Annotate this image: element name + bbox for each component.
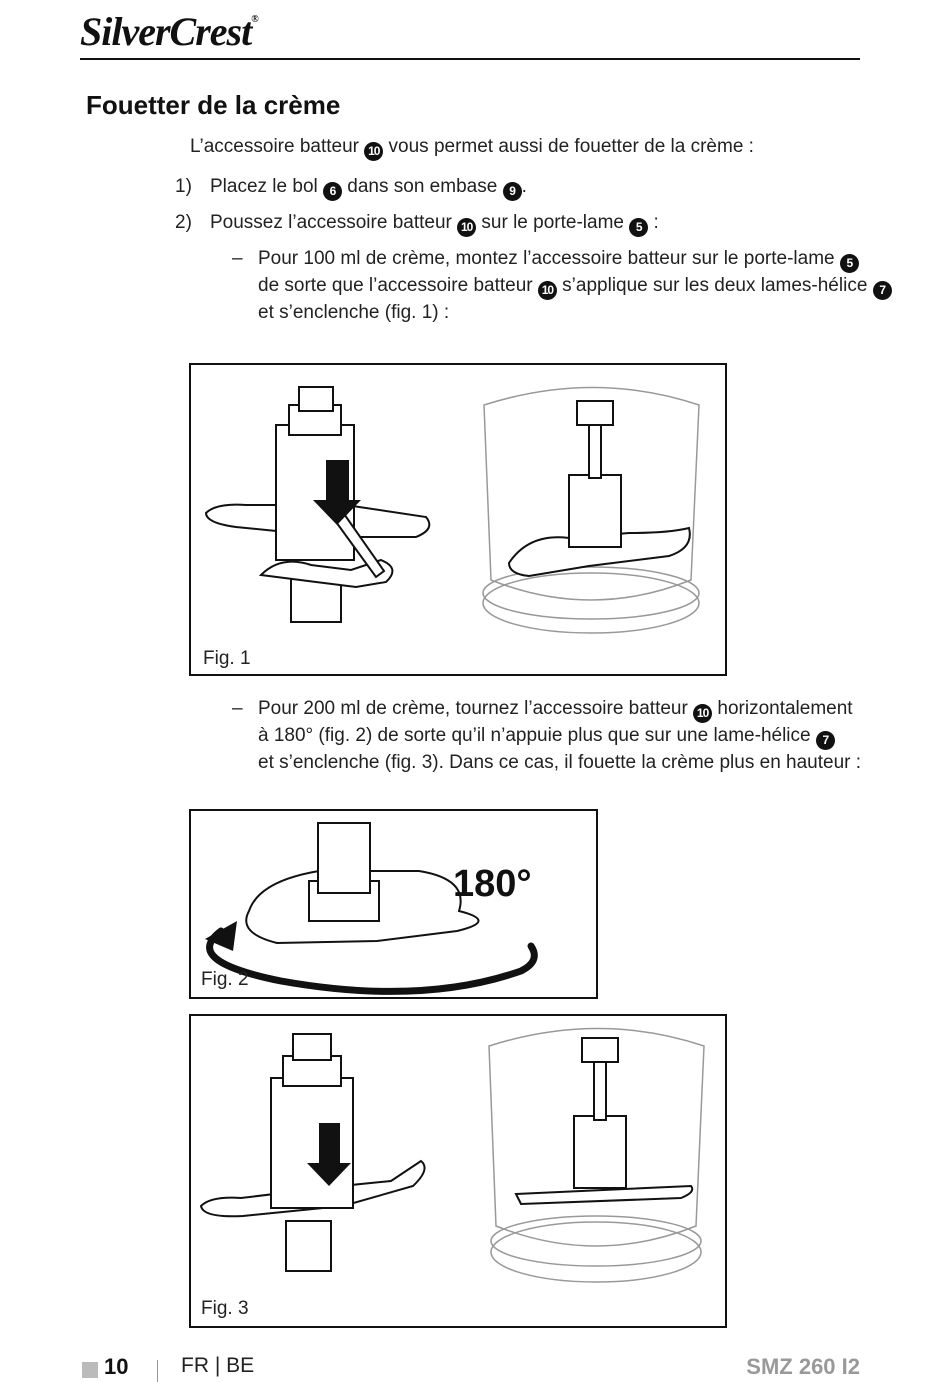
fig1-illustration <box>204 386 700 634</box>
step-text: Placez le bol 6 dans son embase 9. <box>210 173 527 201</box>
ref-badge: 7 <box>872 281 892 300</box>
bullet-dash: – <box>232 248 243 269</box>
ref-badge: 10 <box>537 281 557 300</box>
language-codes: FR | BE <box>181 1354 255 1377</box>
figure-3: Fig. 3 <box>189 1014 727 1328</box>
fig3-illustration <box>199 1027 705 1283</box>
figure-label: Fig. 3 <box>201 1298 249 1319</box>
step-number: 1) <box>175 176 192 197</box>
ref-badge: 5 <box>839 254 859 273</box>
step-text: Poussez l’accessoire batteur 10 sur le p… <box>210 209 659 237</box>
ref-badge: 10 <box>457 218 477 237</box>
bullet-line: et s’enclenche (fig. 1) : <box>258 302 450 323</box>
page-marker <box>82 1362 98 1378</box>
fig2-illustration <box>205 822 538 995</box>
bullet-line: et s’enclenche (fig. 3). Dans ce cas, il… <box>258 752 862 773</box>
page-title: Fouetter de la crème <box>86 90 341 120</box>
bullet-line: Pour 100 ml de crème, montez l’accessoir… <box>258 245 859 273</box>
intro-paragraph: L’accessoire batteur 10 vous permet auss… <box>190 133 754 161</box>
brand-logo: SilverCrest® <box>80 9 259 54</box>
ref-badge: 10 <box>364 142 384 161</box>
model-number: SMZ 260 I2 <box>746 1354 860 1379</box>
figure-2: 180° Fig. 2 <box>189 809 598 999</box>
ref-badge: 9 <box>502 182 522 201</box>
figure-1: Fig. 1 <box>189 363 727 676</box>
ref-badge: 5 <box>629 218 649 237</box>
ref-badge: 6 <box>323 182 343 201</box>
bullet-line: à 180° (fig. 2) de sorte qu’il n’appuie … <box>258 722 835 750</box>
step-number: 2) <box>175 212 192 233</box>
ref-badge: 7 <box>815 731 835 750</box>
figure-label: Fig. 1 <box>203 648 251 669</box>
rotation-angle: 180° <box>453 863 532 905</box>
bullet-line: Pour 200 ml de crème, tournez l’accessoi… <box>258 695 853 723</box>
header-rule <box>80 58 860 60</box>
footer-divider <box>157 1360 158 1382</box>
bullet-line: de sorte que l’accessoire batteur 10 s’a… <box>258 272 892 300</box>
page-number: 10 <box>104 1354 129 1379</box>
ref-badge: 10 <box>693 704 713 723</box>
bullet-dash: – <box>232 698 243 719</box>
figure-label: Fig. 2 <box>201 969 249 990</box>
